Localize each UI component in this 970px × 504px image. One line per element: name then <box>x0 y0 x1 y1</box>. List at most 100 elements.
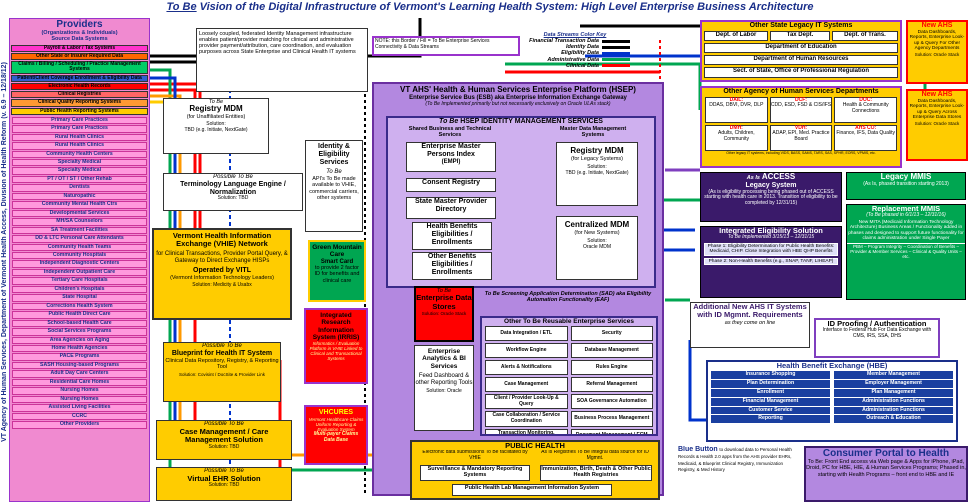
reusable-service: Case Collaboration / Service Coordinatio… <box>485 411 568 427</box>
replacementmmis-pbm: PBM – Program Integrity – Coordination o… <box>847 243 965 259</box>
reusable-service: Workflow Engine <box>485 343 568 359</box>
reusable-service: Alerts & Notifications <box>485 360 568 376</box>
regmdm-solution: Solution: TBD (e.g. Initiate, NextGate) <box>565 164 629 176</box>
consumer-title: Consumer Portal to Health <box>822 448 950 459</box>
vhie-title: Vermont Health Information Exchange (VHI… <box>172 231 272 249</box>
ahs-dept-units: DDAS, DBVI, DVR, DLP <box>709 102 764 109</box>
legend-swatch <box>602 45 630 49</box>
ahs-dept-units: Adults, Children, Community <box>717 130 755 143</box>
additional-sub: as they come on line <box>724 319 776 326</box>
ph-lab: Public Health Lab Management Information… <box>452 484 612 496</box>
provider-item: Nursing Homes <box>12 395 147 404</box>
ph-title: PUBLIC HEALTH <box>505 441 565 450</box>
irris-system: Integrated Research Information System (… <box>304 308 368 384</box>
replacementmmis-title: Replacement MMIS <box>871 204 941 213</box>
id-proofing-authentication: ID Proofing / Authentication Interface t… <box>814 318 940 358</box>
sos-professional-regulation: Sect. of State, Office of Professional R… <box>704 67 898 78</box>
vhcures-sub: Multi-payer Claims Data Base <box>313 430 359 443</box>
centmdm-solution: Solution: Oracle MDM <box>582 238 612 250</box>
empi-title: Enterprise Master Persons Index <box>421 143 481 158</box>
provider-item: Specialty Medical <box>12 159 147 167</box>
blueprint-solution: Solution: Covisint / DocSite & Provider … <box>178 371 266 377</box>
legend-header: Data Streams Color Key <box>543 32 607 38</box>
provider-data-system: Other State or Insurer Required Data <box>11 52 148 60</box>
provider-item: Primary Care Practices <box>12 125 147 133</box>
terminology-tobe: Possible To Be <box>213 174 253 180</box>
irris-title: Integrated Research Information System (… <box>312 312 360 341</box>
provider-item: Independent Outpatient Care <box>12 268 147 277</box>
health-benefits-eligibilities: Health Benefits Eligibilities / Enrollme… <box>412 222 492 250</box>
provider-item: PACE Programs <box>12 353 147 361</box>
legacymmis-desc: (As Is, phased transition starting 2013) <box>863 180 949 187</box>
reusable-service: Referral Management <box>570 377 653 393</box>
other-benefits-eligibilities: Other Benefits Eligibilities / Enrollmen… <box>412 252 492 280</box>
registry-left-title: Registry MDM <box>189 104 243 114</box>
consumer-desc: To Be: Front End access via Web page & A… <box>806 459 966 478</box>
gmc-desc: to provide 2 factor ID for benefits and … <box>314 265 360 284</box>
idm-title: To Be HSEP IDENTITY MANAGEMENT SERVICES <box>388 118 654 126</box>
provider-item: Nursing Homes <box>12 387 147 395</box>
hbe-function: Plan Determination <box>711 380 830 389</box>
access-sub: Legacy System <box>745 181 797 189</box>
hbe-function: Outreach & Education <box>834 415 953 424</box>
additional-ahs-systems: Additional New AHS IT Systems with ID Mg… <box>690 302 810 348</box>
legend-item: Administrative Data <box>520 57 630 63</box>
data-streams-legend: Data Streams Color Key Financial Transac… <box>520 26 630 81</box>
ies-sub: To Be Implemented 3/15/13 – 12/31/15 <box>727 234 815 241</box>
border-note: NOTE: this Border / Fill = To Be Enterpr… <box>372 36 520 56</box>
new-ahs-dashboards-2: New AHS Data Dashboards, Reports, Enterp… <box>906 89 968 161</box>
ahs-dept-title: Other Agency of Human Services Departmen… <box>723 88 879 95</box>
provider-item: Developmental Services <box>12 209 147 218</box>
hbe-function: Administration Functions <box>834 406 953 415</box>
dept-tax: Tax Dept. <box>770 31 830 41</box>
provider-item: Community Hospitals <box>12 252 147 260</box>
newahs1-solution: Solution: Oracle Stack <box>914 52 960 58</box>
idm-title-text: HSEP IDENTITY MANAGEMENT SERVICES <box>460 118 603 125</box>
vhie-network: Vermont Health Information Exchange (VHI… <box>152 228 292 320</box>
vhie-solution: Solution: Medicity & Usabx <box>192 282 252 289</box>
legend-swatch <box>602 39 630 43</box>
legend-item: Eligibility Data <box>520 50 630 56</box>
reusable-service: Security <box>570 326 653 342</box>
registry-left-sub: (for Unaffiliated Entities) <box>186 114 246 121</box>
reusable-service: Case Management <box>485 377 568 393</box>
access-legacy-system: As Is ACCESS Legacy System (As is eligib… <box>700 172 842 222</box>
newahs1-desc: Data Dashboards, Reports, Enterprise Loo… <box>909 29 965 51</box>
access-title: As Is ACCESS <box>701 173 841 182</box>
ahs-dept-cell: DOC:Health & Community Connections <box>834 96 897 123</box>
legacy-title: Other State Legacy IT Systems <box>749 22 853 29</box>
provider-data-system: Clinical Quality Reporting Systems <box>11 99 148 107</box>
reusable-title: Other To Be Reusable Enterprise Services <box>504 318 634 325</box>
terminology-solution: Solution: TBD <box>217 195 249 202</box>
vehr-tobe: Possible To Be <box>204 468 244 474</box>
provider-item: Adult Day Care Centers <box>12 370 147 378</box>
provider-item: Primary Care Practices <box>12 116 147 125</box>
provider-item: DD & LTC Personal Care Attendants <box>12 235 147 243</box>
version-text: (v. 6.9 – 12/18/12) <box>1 62 8 119</box>
vhie-operator: Operated by VITL <box>193 267 251 275</box>
new-ahs-dashboards-1: New AHS Data Dashboards, Reports, Enterp… <box>906 20 968 84</box>
vhcures-system: VHCURES Vermont Healthcare Claims Unifor… <box>304 405 368 465</box>
centmdm-title: Centralized MDM <box>564 220 630 229</box>
ahs-dept-footer: Other legacy IT systems, including VIDS,… <box>726 150 876 155</box>
legend-item-label: Eligibility Data <box>561 50 599 57</box>
provider-item: Area Agencies on Aging <box>12 336 147 344</box>
health-benefit-exchange: Health Benefit Exchange (HBE) Insurance … <box>706 360 958 442</box>
public-health: PUBLIC HEALTH Electronic data submission… <box>410 440 660 500</box>
provider-item: Community Health Teams <box>12 243 147 251</box>
bluebutton-desc: to download data to Personal Health Reco… <box>678 447 792 473</box>
blue-button: Blue Button to download data to Personal… <box>678 446 800 502</box>
provider-data-system: Electronic Health Records <box>11 82 148 90</box>
provider-item: Children's Hospitals <box>12 285 147 294</box>
idproof-desc: Interface to Federal Hub For Data Exchan… <box>822 327 932 339</box>
reusable-service: Rules Engine <box>570 360 653 376</box>
dept-education: Department of Education <box>704 43 898 53</box>
ahs-dept-units: Health & Community Connections <box>842 102 889 115</box>
empi-sub: (EMPI) <box>441 158 461 165</box>
ph-immunization: Immunization, Birth, Death & Other Publi… <box>540 465 652 481</box>
centmdm-sub: (for New Systems) <box>574 229 620 236</box>
reusable-service: Transaction Monitoring, Logging, & Audit <box>485 428 568 434</box>
eabi-solution: Solution: Oracle <box>426 388 462 395</box>
registry-left-solution: Solution: TBD (e.g. Initiate, NextGate) <box>184 121 248 133</box>
ahs-dept-cell: DAIL:DDAS, DBVI, DVR, DLP <box>705 96 768 123</box>
